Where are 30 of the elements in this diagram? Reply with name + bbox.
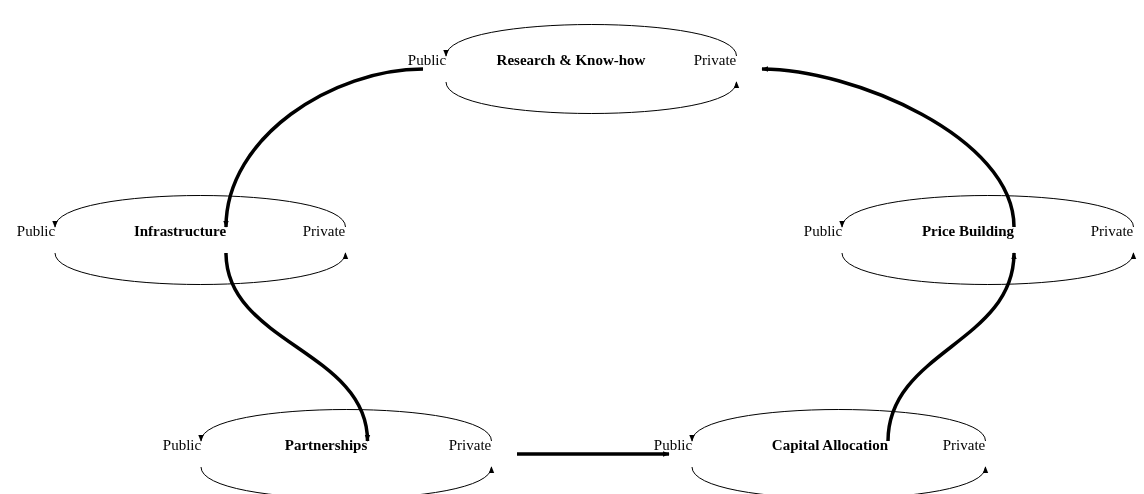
sector-label: Private (448, 436, 492, 454)
sector-label: Public (16, 222, 56, 240)
cycle-arrow (200, 466, 492, 494)
flow-arrow (517, 451, 670, 457)
sector-label: Public (653, 436, 693, 454)
cycle-title: Partnerships (284, 436, 368, 454)
sector-label: Private (693, 51, 737, 69)
flow-arrow (223, 67, 424, 228)
cycle-arrow (54, 195, 346, 228)
flow-arrow (761, 66, 1016, 228)
sector-label: Private (1090, 222, 1134, 240)
flow-arrow (224, 252, 370, 442)
cycle-arrow (200, 409, 492, 442)
cycle-arrow (54, 252, 346, 285)
cycle-title: Capital Allocation (771, 436, 889, 454)
sector-label: Private (942, 436, 986, 454)
cycle-arrow (691, 466, 986, 494)
sector-label: Public (803, 222, 843, 240)
sector-label: Public (162, 436, 202, 454)
cycle-arrow (691, 409, 986, 442)
cycle-title: Research & Know-how (496, 51, 646, 69)
cycle-arrow (445, 24, 737, 57)
cycle-title: Infrastructure (133, 222, 227, 240)
cycle-arrow (445, 81, 737, 114)
flow-arrow (886, 252, 1017, 442)
sector-label: Public (407, 51, 447, 69)
cycle-title: Price Building (921, 222, 1015, 240)
cycle-arrow (841, 195, 1134, 228)
sector-label: Private (302, 222, 346, 240)
cycle-arrow (841, 252, 1134, 285)
